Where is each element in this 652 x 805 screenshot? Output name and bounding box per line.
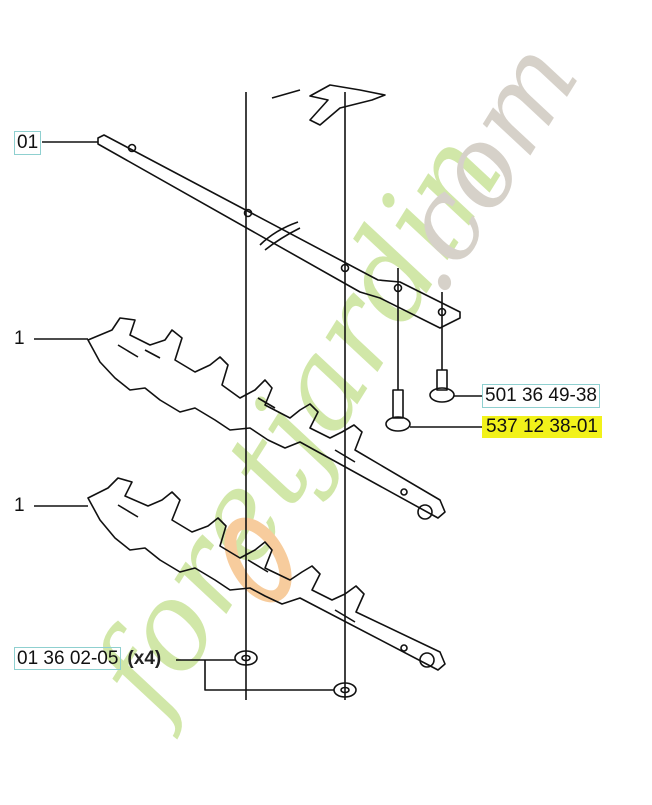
label-washer: 01 36 02-05(x4) bbox=[14, 647, 162, 670]
label-lower-blade[interactable]: 1 bbox=[14, 495, 25, 516]
lower-blade bbox=[87, 477, 446, 671]
label-upper-blade[interactable]: 1 bbox=[14, 328, 25, 349]
screw-short-head bbox=[429, 387, 455, 403]
label-top-bar[interactable]: 01 bbox=[14, 131, 42, 155]
top-bar bbox=[97, 134, 461, 329]
label-screw-long[interactable]: 537 12 38-01 bbox=[482, 416, 602, 438]
upper-blade bbox=[87, 317, 446, 519]
top-part-fragment bbox=[271, 84, 386, 126]
washer-part-number[interactable]: 01 36 02-05 bbox=[14, 647, 122, 670]
washer-quantity: (x4) bbox=[127, 648, 162, 669]
screw-short-shaft bbox=[436, 369, 448, 391]
screw-long-head bbox=[385, 416, 411, 432]
washer-1 bbox=[234, 650, 258, 666]
screw-long-shaft bbox=[392, 389, 404, 419]
watermark: foretjardin .com bbox=[62, 19, 603, 742]
label-screw-short[interactable]: 501 36 49-38 bbox=[482, 384, 600, 408]
watermark-orange-mark bbox=[224, 517, 292, 603]
